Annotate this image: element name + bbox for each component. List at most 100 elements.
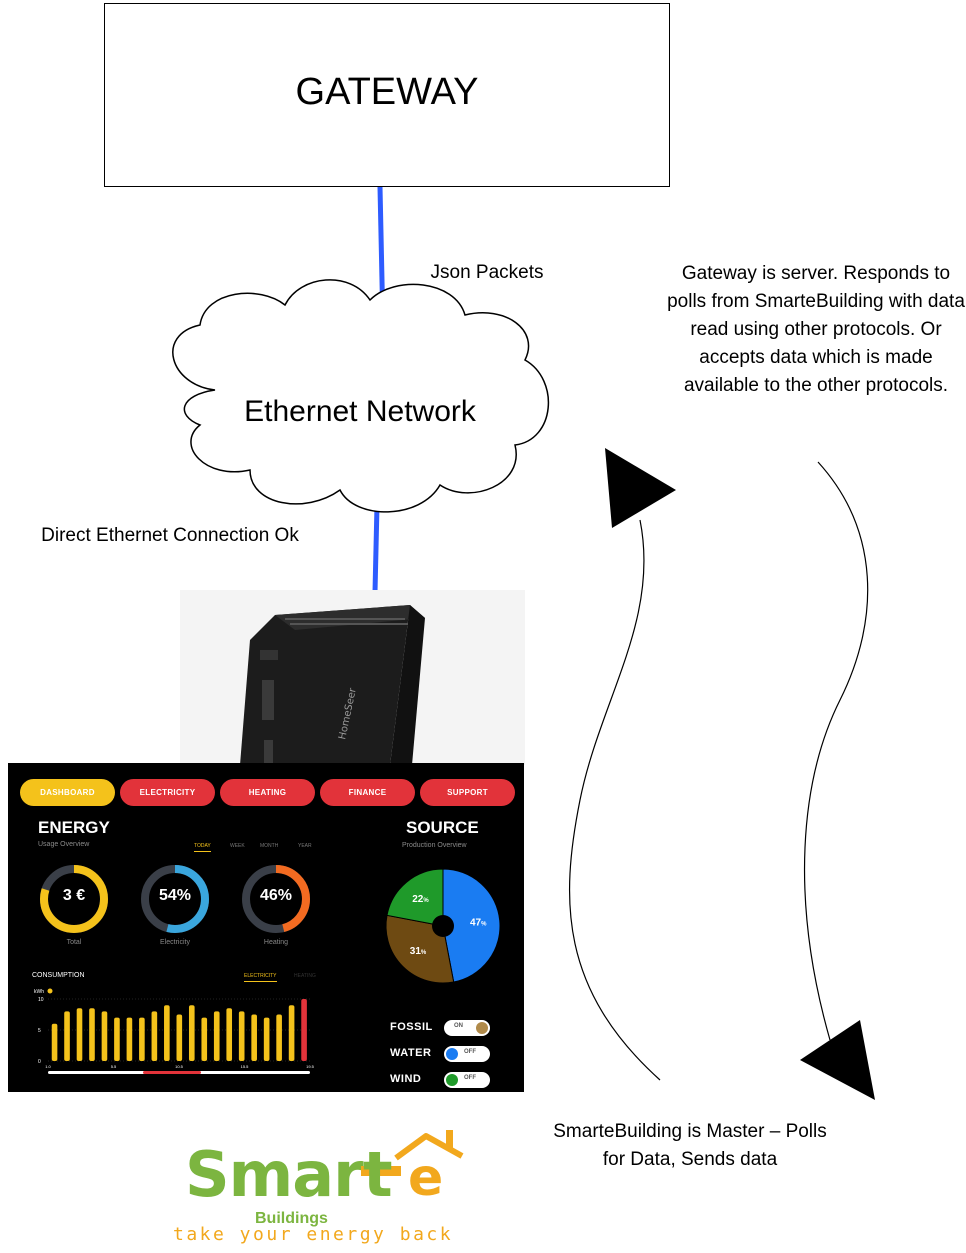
gauge-electricity-caption: Electricity [160,939,190,946]
logo-buildings: Buildings [255,1210,328,1227]
consumption-bar [238,1011,245,1061]
poll-arrow-head [605,448,676,528]
consumption-bar [139,1017,145,1061]
tab-electricity[interactable]: ELECTRICITY [120,779,215,806]
gauge-total-caption: Total [66,939,82,946]
gateway-box: GATEWAY [104,3,670,187]
direct-connection-label: Direct Ethernet Connection Ok [41,525,299,546]
period-month[interactable]: MONTH [260,843,279,849]
consumption-bar [251,1014,257,1061]
consumption-bar [276,1014,282,1061]
consumption-bar [151,1011,158,1061]
response-arrow-head [800,1020,875,1100]
consumption-tab-electricity[interactable]: ELECTRICITY [244,973,277,982]
toggle-fossil-knob [476,1022,488,1034]
json-packets-label: Json Packets [430,262,544,283]
consumption-bar [201,1017,208,1061]
logo-dash-icon [361,1166,401,1176]
consumption-bar [263,1017,270,1061]
gauge-electricity-value: 54% [158,887,192,904]
response-arrow-curve [803,461,869,1041]
toggle-wind[interactable]: OFF [444,1072,490,1088]
logo-e: e [408,1148,444,1208]
toggle-wind-state: OFF [464,1075,476,1081]
x-tick-label: 1.0 [45,1064,51,1069]
consumption-bar [301,999,307,1061]
network-label: Ethernet Network [244,395,476,428]
gauge-electricity: 54% [139,863,211,935]
smart-e-buildings-logo: Smar t e Buildings take your energy back [173,1128,483,1253]
gauge-total-value: 3 € [62,887,86,904]
source-title: SOURCE [406,818,479,837]
tab-dashboard[interactable]: DASHBOARD [20,779,115,806]
tab-support[interactable]: SUPPORT [420,779,515,806]
consumption-bar [226,1008,233,1061]
consumption-bar [164,1005,170,1061]
consumption-bar [76,1008,83,1061]
logo-t: t [363,1138,393,1211]
consumption-bar [176,1014,183,1061]
pie-slice-label: 31% [410,946,427,957]
pie-slice [386,868,444,927]
gauge-arc [40,865,108,933]
toggle-fossil-state: ON [454,1023,463,1029]
energy-dashboard: DASHBOARD ELECTRICITY HEATING FINANCE SU… [8,763,524,1092]
toggle-water-label: WATER [390,1047,432,1059]
y-tick-label: 0 [38,1059,41,1065]
timeline-scroll-thumb[interactable] [143,1071,201,1074]
x-tick-label: 19.5 [306,1064,315,1069]
pie-slice [442,868,501,983]
network-cloud [172,279,550,513]
x-tick-label: 15.5 [241,1064,250,1069]
gauge-arc [141,865,209,933]
tab-heating[interactable]: HEATING [220,779,315,806]
pie-slice-label: 47% [470,918,487,929]
energy-title: ENERGY [38,818,110,837]
consumption-unit: kWh [34,989,44,995]
toggle-wind-knob [446,1074,458,1086]
toggle-fossil-label: FOSSIL [390,1021,433,1033]
y-tick-label: 5 [38,1028,41,1034]
source-subtitle: Production Overview [402,842,467,849]
source-pie-chart: 47% 31% 22% [385,868,501,984]
toggle-water-knob [446,1048,458,1060]
poll-arrow-curve [568,519,661,1081]
logo-tagline: take your energy back [173,1224,454,1245]
consumption-bar [64,1011,70,1061]
x-tick-label: 10.5 [175,1064,184,1069]
energy-subtitle: Usage Overview [38,841,90,848]
period-today[interactable]: TODAY [194,843,211,852]
gauge-heating-caption: Heating [263,939,289,946]
device-link [372,504,380,593]
toggle-wind-label: WIND [390,1073,422,1085]
pie-center [432,915,454,937]
consumption-bar [288,1005,295,1061]
consumption-bar [213,1011,220,1061]
consumption-bar [126,1017,133,1061]
period-year[interactable]: YEAR [298,843,312,849]
toggle-water[interactable]: OFF [444,1046,490,1062]
period-week[interactable]: WEEK [230,843,245,849]
gauge-heating: 46% [240,863,312,935]
consumption-bar [188,1005,195,1061]
legend-dot [47,988,53,994]
consumption-bar [51,1023,58,1061]
consumption-bar [114,1017,120,1061]
gauge-total: 3 € [38,863,110,935]
smartebuilding-role-note: SmarteBuilding is Master – Polls for Dat… [553,1121,827,1170]
x-tick-label: 5.5 [111,1064,117,1069]
gateway-device-photo: HomeSeer [180,590,525,765]
consumption-title: CONSUMPTION [32,972,85,979]
toggle-fossil[interactable]: ON [444,1020,490,1036]
consumption-tab-heating[interactable]: HEATING [294,973,316,979]
consumption-bar [89,1008,95,1061]
toggle-water-state: OFF [464,1049,476,1055]
tab-finance[interactable]: FINANCE [320,779,415,806]
pie-slice-label: 22% [412,894,429,905]
consumption-bar [101,1011,108,1061]
logo-word: Smar [185,1138,364,1211]
gauge-arc [242,865,310,933]
gauge-heating-value: 46% [259,887,293,904]
